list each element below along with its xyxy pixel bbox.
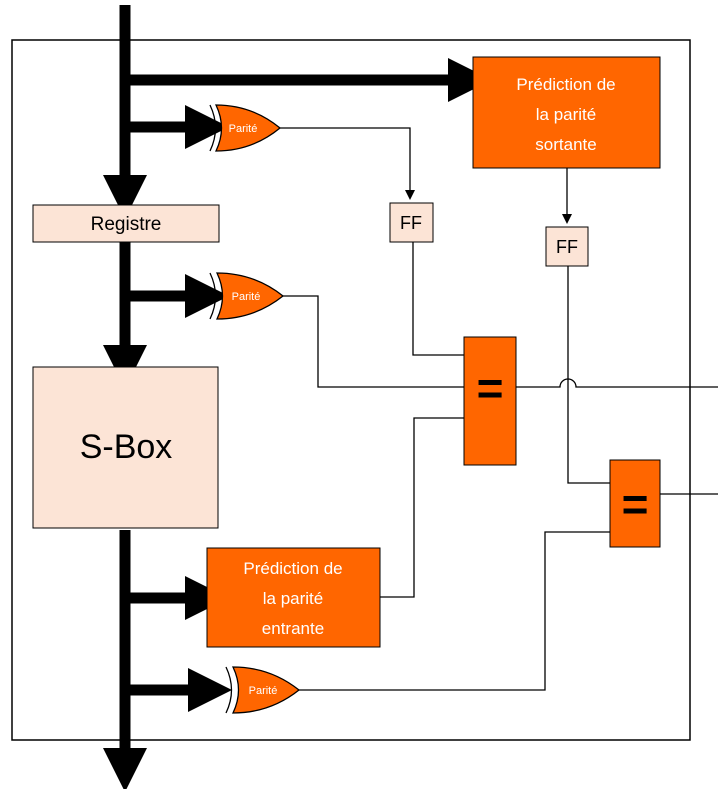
parity-label-2: Parité: [232, 291, 261, 303]
wire-ff-left-to-comp1: [412, 242, 464, 356]
wire-comp1-output: [516, 378, 718, 388]
pred-out-line1: Prédiction de: [516, 75, 615, 94]
outer-boundary: [11, 39, 691, 741]
sbox-label: S-Box: [80, 428, 173, 466]
wire-parity1-to-ff-left: [279, 127, 415, 200]
signal-wires: [279, 127, 718, 691]
register-label: Registre: [91, 214, 162, 235]
flip-flop-left: FF: [389, 202, 434, 243]
parity-gate-1: Parité: [209, 104, 282, 152]
comparator-2-label: =: [622, 478, 649, 530]
comparator-2: =: [609, 459, 661, 548]
parity-gate-2: Parité: [209, 272, 285, 320]
pred-out-block: Prédiction de la parité sortante: [472, 56, 661, 169]
xor-gate-icon: [209, 272, 217, 320]
register-block: Registre: [32, 204, 220, 243]
pred-out-line2: la parité: [536, 105, 596, 124]
ff-left-label: FF: [400, 213, 422, 233]
parity-label-1: Parité: [229, 123, 258, 135]
comparator-1: =: [463, 336, 517, 466]
pred-in-block: Prédiction de la parité entrante: [206, 547, 381, 648]
xor-gate-icon: [225, 666, 233, 714]
ff-right-label: FF: [556, 237, 578, 257]
wire-parity2-to-comp1: [282, 295, 464, 388]
comparator-1-label: =: [477, 362, 504, 414]
sbox-block: S-Box: [32, 366, 219, 529]
pred-in-line3: entrante: [262, 619, 324, 638]
parity-label-3: Parité: [249, 685, 278, 697]
main-data-bus: [103, 5, 492, 789]
wire-ff-right-to-comp2: [567, 266, 610, 484]
pred-out-line3: sortante: [535, 135, 596, 154]
wire-pred-in-to-comp1: [380, 417, 464, 598]
pred-in-line2: la parité: [263, 589, 323, 608]
flip-flop-right: FF: [545, 226, 589, 267]
parity-gate-3: Parité: [225, 666, 301, 714]
pred-in-line1: Prédiction de: [243, 559, 342, 578]
wire-parity3-to-comp2: [299, 531, 610, 691]
xor-gate-icon: [209, 104, 217, 152]
